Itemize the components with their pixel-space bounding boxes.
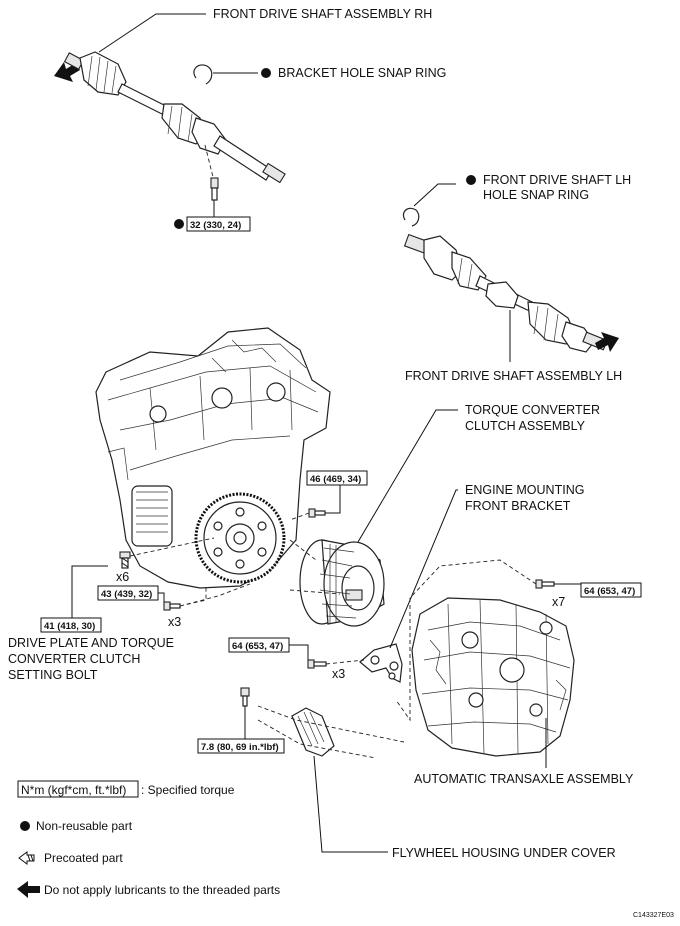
label-engine-mounting-2: FRONT BRACKET <box>465 499 571 513</box>
engine-mounting-front-bracket <box>359 643 403 683</box>
legend: N*m (kgf*cm, ft.*lbf) : Specified torque… <box>17 780 280 898</box>
bolt-7-8 <box>240 687 250 707</box>
label-automatic-transaxle: AUTOMATIC TRANSAXLE ASSEMBLY <box>414 772 634 786</box>
no-lubricant-arrow-icon <box>595 332 619 352</box>
qty-x7: x7 <box>552 595 565 609</box>
qty-x6: x6 <box>116 570 129 584</box>
label-drive-plate-2: CONVERTER CLUTCH <box>8 652 140 666</box>
drive-shaft-rh-bolt <box>210 177 219 201</box>
non-reusable-dot-icon <box>174 219 184 229</box>
legend-no-lubricant: Do not apply lubricants to the threaded … <box>44 883 280 897</box>
qty-x3-a: x3 <box>168 615 181 629</box>
bracket-hole-snap-ring <box>193 64 271 85</box>
bolt-43-x3 <box>163 601 181 611</box>
label-torque-converter-1: TORQUE CONVERTER <box>465 403 600 417</box>
non-reusable-dot-icon <box>20 821 30 831</box>
legend-torque-box: N*m (kgf*cm, ft.*lbf) <box>21 783 126 797</box>
bolt-64-left-x3 <box>307 659 327 669</box>
torque-64-right: 64 (653, 47) <box>584 586 635 597</box>
torque-32: 32 (330, 24) <box>190 220 241 231</box>
torque-46: 46 (469, 34) <box>310 474 361 485</box>
label-drive-plate-1: DRIVE PLATE AND TORQUE <box>8 636 174 650</box>
front-drive-shaft-lh <box>403 233 619 362</box>
label-torque-converter-2: CLUTCH ASSEMBLY <box>465 419 586 433</box>
flywheel-housing-under-cover <box>291 707 335 757</box>
torque-7-8: 7.8 (80, 69 in.*lbf) <box>201 742 279 753</box>
label-lh-snap-ring-1: FRONT DRIVE SHAFT LH <box>483 173 631 187</box>
automatic-transaxle-assembly <box>411 597 575 757</box>
front-drive-shaft-rh <box>54 13 286 222</box>
qty-x3-b: x3 <box>332 667 345 681</box>
non-reusable-dot-icon <box>466 175 476 185</box>
label-front-drive-shaft-rh: FRONT DRIVE SHAFT ASSEMBLY RH <box>213 7 432 21</box>
torque-43: 43 (439, 32) <box>101 589 152 600</box>
non-reusable-dot-icon <box>261 68 271 78</box>
bolt-64-right-x7 <box>535 579 555 589</box>
torque-64-left: 64 (653, 47) <box>232 641 283 652</box>
figure-code: C143327E03 <box>633 912 674 919</box>
legend-torque-text: : Specified torque <box>141 783 235 797</box>
label-lh-snap-ring-2: HOLE SNAP RING <box>483 188 589 202</box>
drive-plate <box>194 492 286 584</box>
precoated-bolt-x6 <box>119 551 131 569</box>
front-drive-shaft-lh-snap-ring <box>402 175 476 227</box>
no-lubricant-arrow-icon <box>17 881 40 898</box>
precoated-icon <box>18 851 35 865</box>
label-bracket-hole-snap-ring: BRACKET HOLE SNAP RING <box>278 66 446 80</box>
legend-non-reusable: Non-reusable part <box>36 819 133 833</box>
label-drive-plate-3: SETTING BOLT <box>8 668 98 682</box>
label-engine-mounting-1: ENGINE MOUNTING <box>465 483 584 497</box>
torque-41: 41 (418, 30) <box>44 621 95 632</box>
torque-converter-clutch-assembly <box>299 539 385 627</box>
label-flywheel-cover: FLYWHEEL HOUSING UNDER COVER <box>392 846 616 860</box>
engine-assembly <box>95 327 331 589</box>
label-front-drive-shaft-lh: FRONT DRIVE SHAFT ASSEMBLY LH <box>405 369 622 383</box>
bolt-46 <box>308 508 326 518</box>
legend-precoated: Precoated part <box>44 851 123 865</box>
